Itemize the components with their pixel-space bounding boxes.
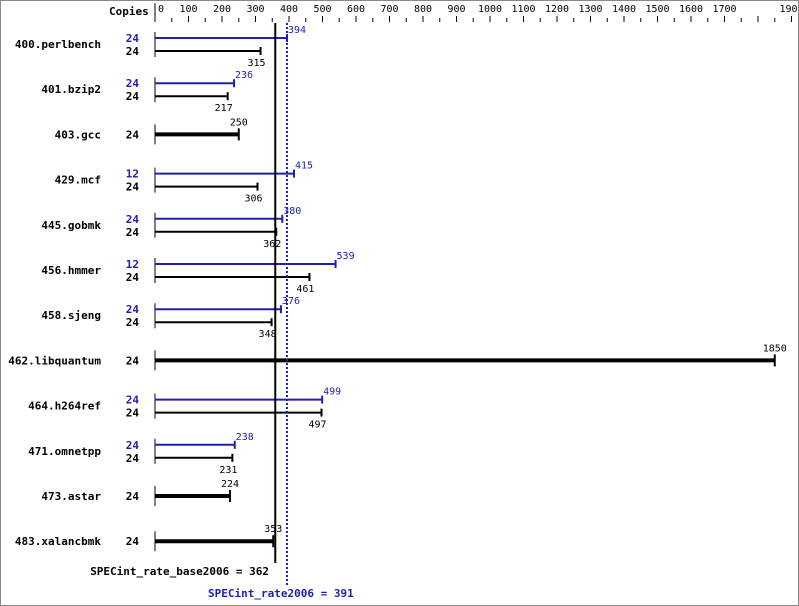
- peak-value-label: 376: [282, 296, 300, 307]
- benchmark-label: 483.xalancbmk: [15, 535, 101, 548]
- base-value-label: 224: [221, 479, 239, 490]
- x-tick-label: 300: [246, 4, 264, 15]
- x-tick-label: 1700: [712, 4, 736, 15]
- x-tick-label: 1500: [645, 4, 669, 15]
- peak-value-label: 236: [235, 70, 253, 81]
- base-value-label: 231: [219, 465, 237, 476]
- peak-value-label: 238: [236, 432, 254, 443]
- benchmark-label: 471.omnetpp: [28, 445, 101, 458]
- peak-value-label: 499: [323, 387, 341, 398]
- x-tick-label: 1400: [612, 4, 636, 15]
- base-value-label: 497: [308, 420, 326, 431]
- base-copies: 24: [126, 535, 140, 548]
- base-copies: 24: [126, 316, 140, 329]
- base-value-label: 461: [296, 284, 314, 295]
- base-copies: 24: [126, 90, 140, 103]
- x-tick-label: 700: [380, 4, 398, 15]
- base-copies: 24: [126, 181, 140, 194]
- base-value-label: 348: [259, 329, 277, 340]
- peak-copies: 24: [126, 213, 140, 226]
- peak-copies: 24: [126, 394, 140, 407]
- x-tick-label: 1100: [511, 4, 535, 15]
- benchmark-label: 445.gobmk: [41, 219, 101, 232]
- peak-copies: 12: [126, 258, 139, 271]
- benchmark-label: 400.perlbench: [15, 38, 101, 51]
- peak-value-label: 539: [337, 251, 355, 262]
- base-copies: 24: [126, 407, 140, 420]
- x-tick-label: 600: [347, 4, 365, 15]
- base-value-label: 315: [247, 58, 265, 69]
- base-value-label: 362: [263, 239, 281, 250]
- peak-copies: 24: [126, 439, 140, 452]
- peak-value-label: 380: [283, 206, 301, 217]
- x-tick-label: 1600: [679, 4, 703, 15]
- x-tick-label: 1000: [478, 4, 502, 15]
- base-value-label: 353: [264, 524, 282, 535]
- base-value-label: 217: [215, 103, 233, 114]
- benchmark-label: 458.sjeng: [41, 309, 101, 322]
- peak-copies: 24: [126, 303, 140, 316]
- peak-copies: 12: [126, 168, 139, 181]
- base-copies: 24: [126, 452, 140, 465]
- peak-copies: 24: [126, 77, 140, 90]
- benchmark-label: 473.astar: [41, 490, 101, 503]
- x-tick-label: 800: [414, 4, 432, 15]
- base-copies: 24: [126, 271, 140, 284]
- base-value-label: 1850: [763, 343, 787, 354]
- base-copies: 24: [126, 490, 140, 503]
- copies-header: Copies: [109, 5, 149, 18]
- base-copies: 24: [126, 128, 140, 141]
- x-tick-label: 100: [179, 4, 197, 15]
- x-tick-label: 1200: [545, 4, 569, 15]
- x-tick-label: 500: [313, 4, 331, 15]
- benchmark-label: 456.hmmer: [41, 264, 101, 277]
- base-value-label: 250: [230, 117, 248, 128]
- base-summary: SPECint_rate_base2006 = 362: [90, 565, 269, 578]
- peak-copies: 24: [126, 32, 140, 45]
- benchmark-label: 464.h264ref: [28, 400, 101, 413]
- x-tick-label: 900: [447, 4, 465, 15]
- base-value-label: 306: [244, 194, 262, 205]
- benchmark-label: 401.bzip2: [41, 83, 101, 96]
- base-copies: 24: [126, 45, 140, 58]
- base-copies: 24: [126, 226, 140, 239]
- peak-value-label: 394: [288, 25, 306, 36]
- x-tick-label: 0: [158, 4, 164, 15]
- peak-summary: SPECint_rate2006 = 391: [208, 587, 354, 600]
- benchmark-label: 429.mcf: [55, 174, 101, 187]
- benchmark-label: 403.gcc: [55, 128, 101, 141]
- base-copies: 24: [126, 354, 140, 367]
- x-tick-label: 1300: [578, 4, 602, 15]
- x-tick-label: 200: [213, 4, 231, 15]
- benchmark-label: 462.libquantum: [8, 354, 101, 367]
- peak-value-label: 415: [295, 161, 313, 172]
- x-tick-label: 400: [280, 4, 298, 15]
- x-tick-label: 1900: [779, 4, 798, 15]
